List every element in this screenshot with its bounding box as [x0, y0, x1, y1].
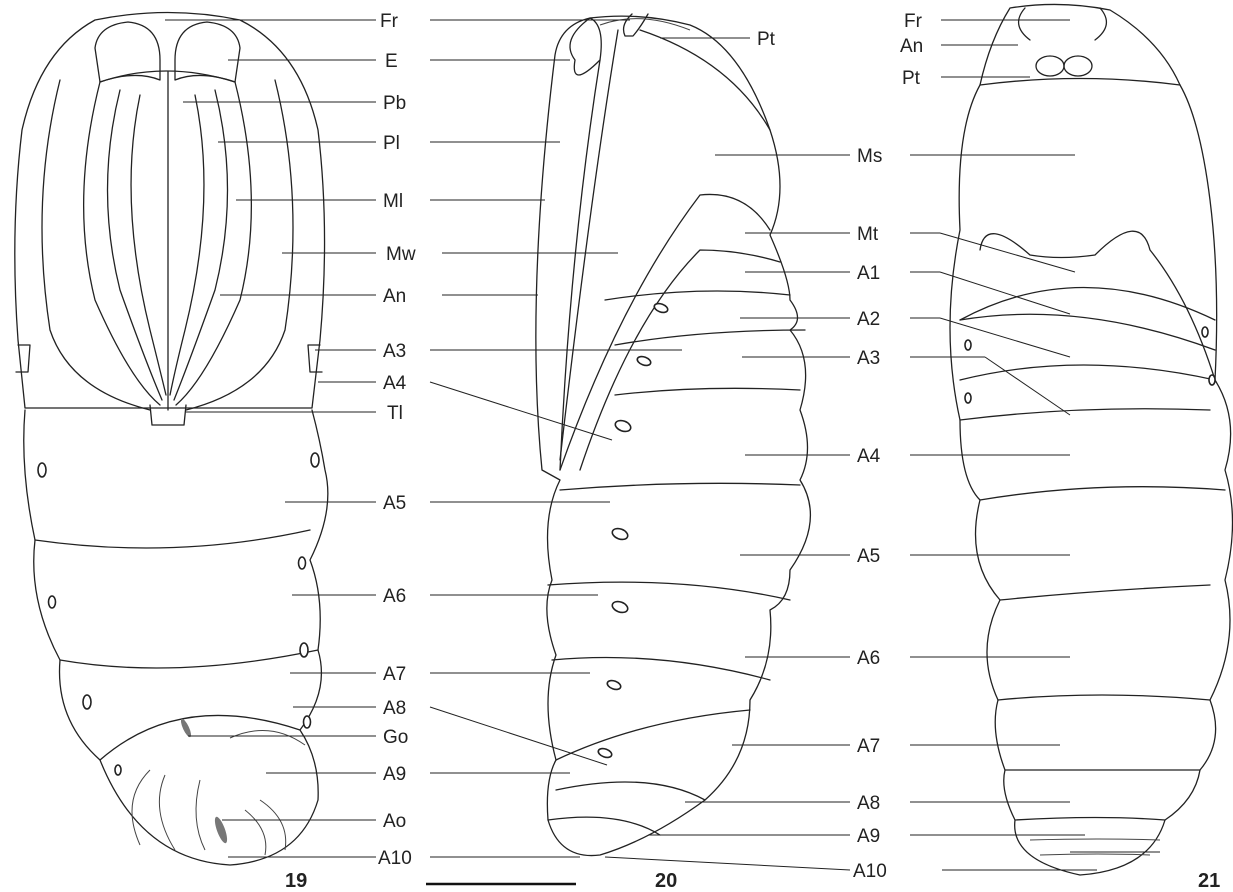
label-fr: Fr — [380, 11, 399, 32]
label-a4: A4 — [383, 373, 407, 394]
label-a2: A2 — [857, 309, 880, 330]
label-fr: Fr — [904, 11, 923, 32]
label-pb: Pb — [383, 93, 406, 114]
label-tl: Tl — [387, 403, 403, 424]
label-e: E — [385, 51, 398, 72]
label-pl: Pl — [383, 133, 400, 154]
label-a1: A1 — [857, 263, 880, 284]
label-ms: Ms — [857, 146, 882, 167]
label-a7: A7 — [383, 664, 406, 685]
label-a6: A6 — [383, 586, 406, 607]
label-an: An — [900, 36, 923, 57]
label-a10: A10 — [853, 861, 887, 882]
label-a5: A5 — [383, 493, 406, 514]
figure-21-drawing — [950, 4, 1233, 875]
label-a9: A9 — [857, 826, 880, 847]
label-a6: A6 — [857, 648, 880, 669]
label-a3: A3 — [857, 348, 880, 369]
label-a10: A10 — [378, 848, 412, 869]
figure-number-21: 21 — [1198, 870, 1220, 892]
label-ml: Ml — [383, 191, 403, 212]
label-a4: A4 — [857, 446, 881, 467]
figure-20-labels: Pt Ms Mt A1 A2 A3 A4 A5 A6 A7 A8 A9 A10 … — [655, 29, 887, 892]
label-mt: Mt — [857, 224, 879, 245]
label-a9: A9 — [383, 764, 406, 785]
label-a7: A7 — [857, 736, 880, 757]
label-a3: A3 — [383, 341, 406, 362]
label-a5: A5 — [857, 546, 880, 567]
label-pt: Pt — [757, 29, 776, 50]
figure-19-labels: Fr E Pb Pl Ml Mw An A3 A4 Tl A5 A6 A7 A8… — [285, 11, 416, 892]
figure-number-20: 20 — [655, 870, 677, 892]
figure-20-drawing — [536, 14, 811, 856]
figure-21-labels: Fr An Pt 21 — [900, 11, 1220, 892]
label-ao: Ao — [383, 811, 406, 832]
label-a8: A8 — [383, 698, 406, 719]
figure-19-drawing — [15, 13, 328, 866]
figure-number-19: 19 — [285, 870, 307, 892]
label-go: Go — [383, 727, 408, 748]
label-mw: Mw — [386, 244, 416, 265]
label-an: An — [383, 286, 406, 307]
label-a8: A8 — [857, 793, 880, 814]
leader-lines — [165, 20, 1160, 870]
label-pt: Pt — [902, 68, 921, 89]
